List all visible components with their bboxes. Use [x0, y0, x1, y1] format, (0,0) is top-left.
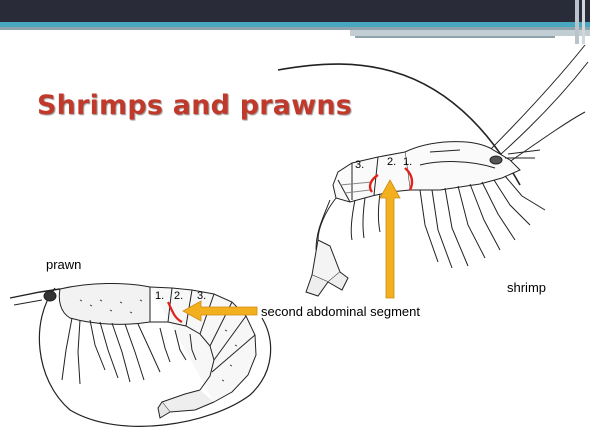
- prawn-drawing: [10, 283, 271, 426]
- shrimp-segment-3-label: 3.: [355, 159, 364, 171]
- prawn-segment-3-label: 3.: [197, 290, 206, 302]
- shrimp-segment-2-label: 2.: [387, 156, 396, 168]
- shrimp-drawing: [278, 45, 588, 296]
- prawn-segment-2-label: 2.: [174, 290, 183, 302]
- prawn-label: prawn: [46, 257, 81, 272]
- arrow-to-shrimp-segment: [380, 180, 400, 298]
- second-segment-label: second abdominal segment: [261, 304, 420, 319]
- prawn-segment-1-label: 1.: [155, 290, 164, 302]
- shrimp-label: shrimp: [507, 280, 546, 295]
- shrimp-segment-1-label: 1.: [403, 156, 412, 168]
